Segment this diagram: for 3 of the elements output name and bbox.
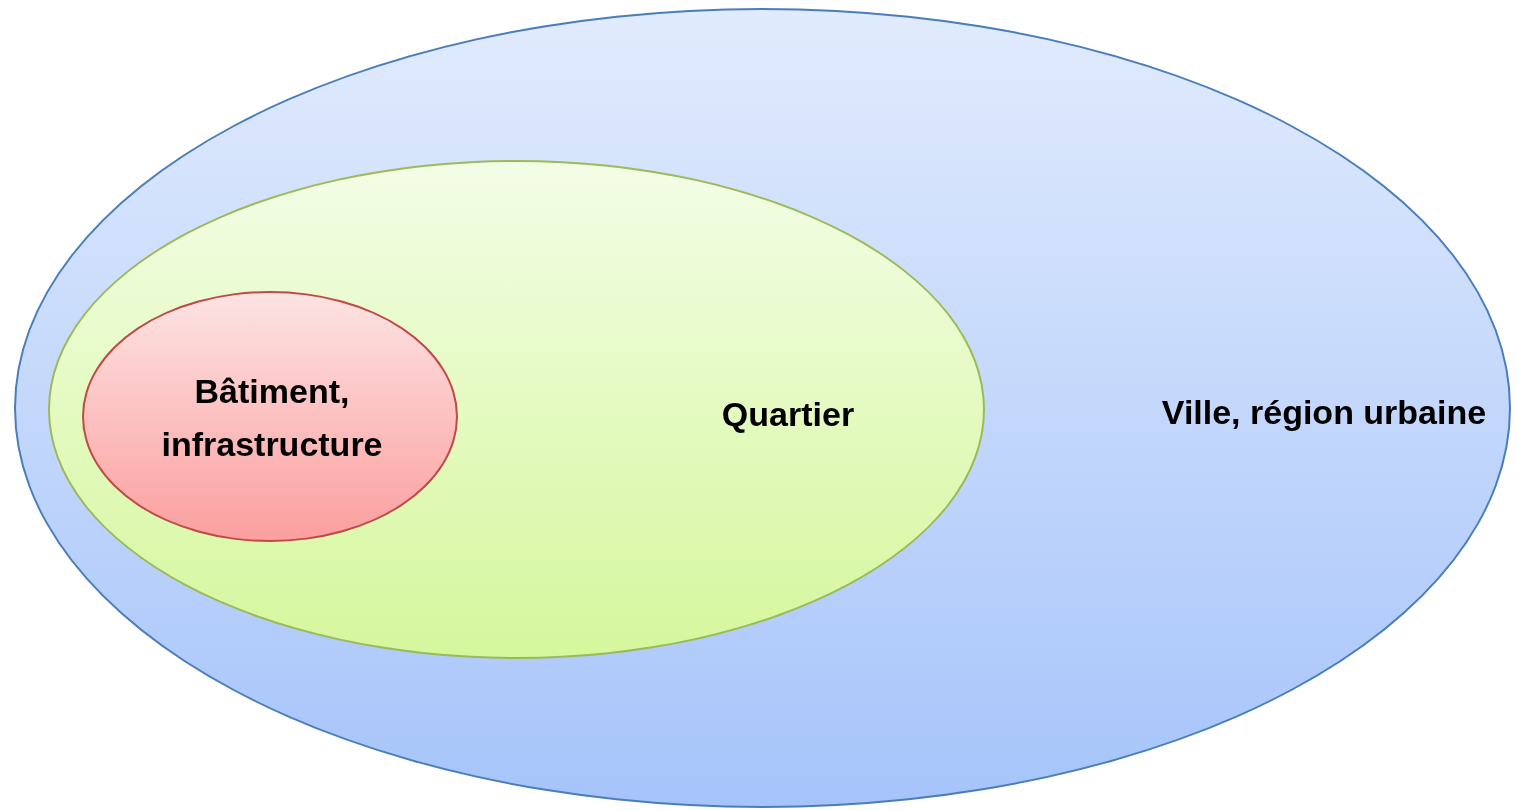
region-label: Ville, région urbaine	[1160, 391, 1488, 433]
region-label: Bâtiment, infrastructure	[160, 371, 384, 465]
region-label: Quartier	[720, 393, 856, 435]
